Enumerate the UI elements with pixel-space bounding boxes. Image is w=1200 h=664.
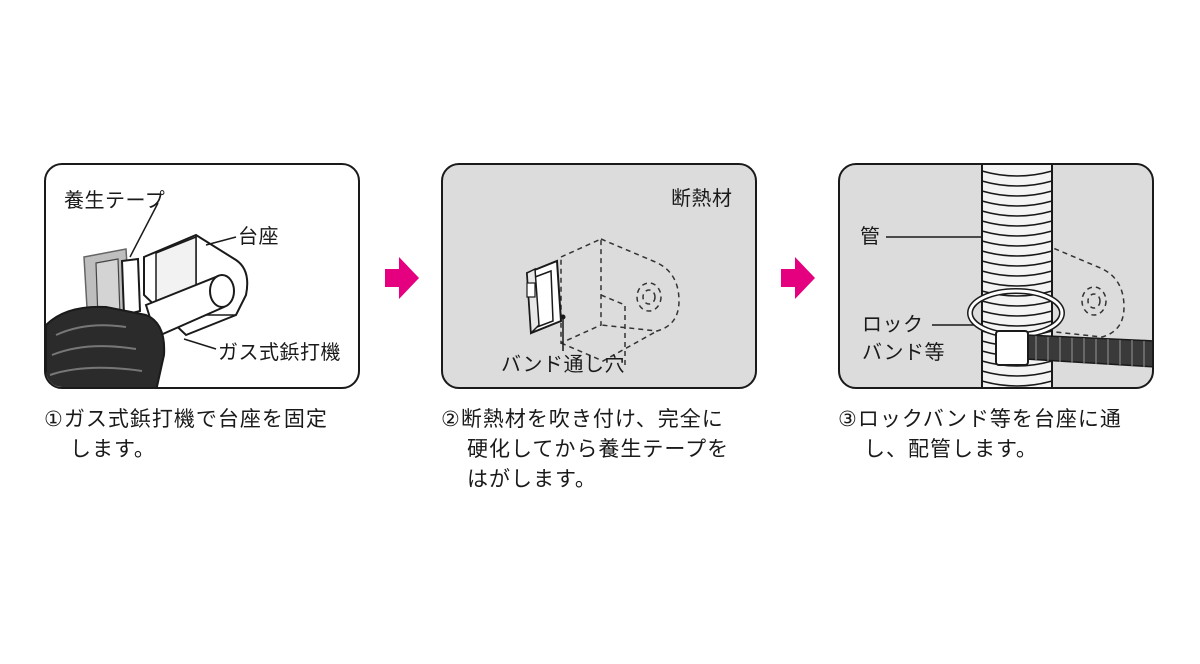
tape-label: 養生テープ	[64, 188, 166, 212]
step2-illustration	[525, 237, 680, 365]
next-step-arrow-icon	[385, 257, 419, 299]
step2-caption: ②断熱材を吹き付け、完全に 硬化してから養生テープを はがします。	[441, 404, 771, 494]
next-step-arrow-icon	[781, 257, 815, 299]
band-label-line1: ロック	[862, 312, 924, 336]
insulation-label: 断熱材	[671, 186, 733, 210]
base-label: 台座	[238, 224, 279, 248]
step1-caption-line: します。	[70, 437, 156, 461]
pipe-label: 管	[860, 224, 881, 248]
band-hole-label: バンド通し穴	[501, 352, 625, 376]
step1-illustration	[46, 202, 249, 387]
step3-caption: ③ロックバンド等を台座に通 し、配管します。	[838, 404, 1168, 464]
band-label-line2: バンド等	[862, 340, 945, 364]
step2-caption-line: 硬化してから養生テープを	[467, 437, 730, 461]
step3-caption-line: し、配管します。	[864, 437, 1038, 461]
step2-panel: 断熱材 バンド通し穴	[441, 163, 757, 389]
step2-caption-line: はがします。	[467, 467, 597, 491]
step1-panel: 養生テープ 台座 ガス式鋲打機	[44, 163, 360, 389]
nail-gun-label: ガス式鋲打機	[218, 340, 341, 364]
step1-caption: ①ガス式鋲打機で台座を固定 します。	[44, 404, 374, 464]
step1-caption-line: ①ガス式鋲打機で台座を固定	[44, 407, 328, 431]
step3-illustration	[886, 165, 1152, 387]
step3-caption-line: ③ロックバンド等を台座に通	[838, 407, 1122, 431]
step2-caption-line: ②断熱材を吹き付け、完全に	[441, 407, 724, 431]
step3-panel: 管 ロック バンド等	[838, 163, 1154, 389]
